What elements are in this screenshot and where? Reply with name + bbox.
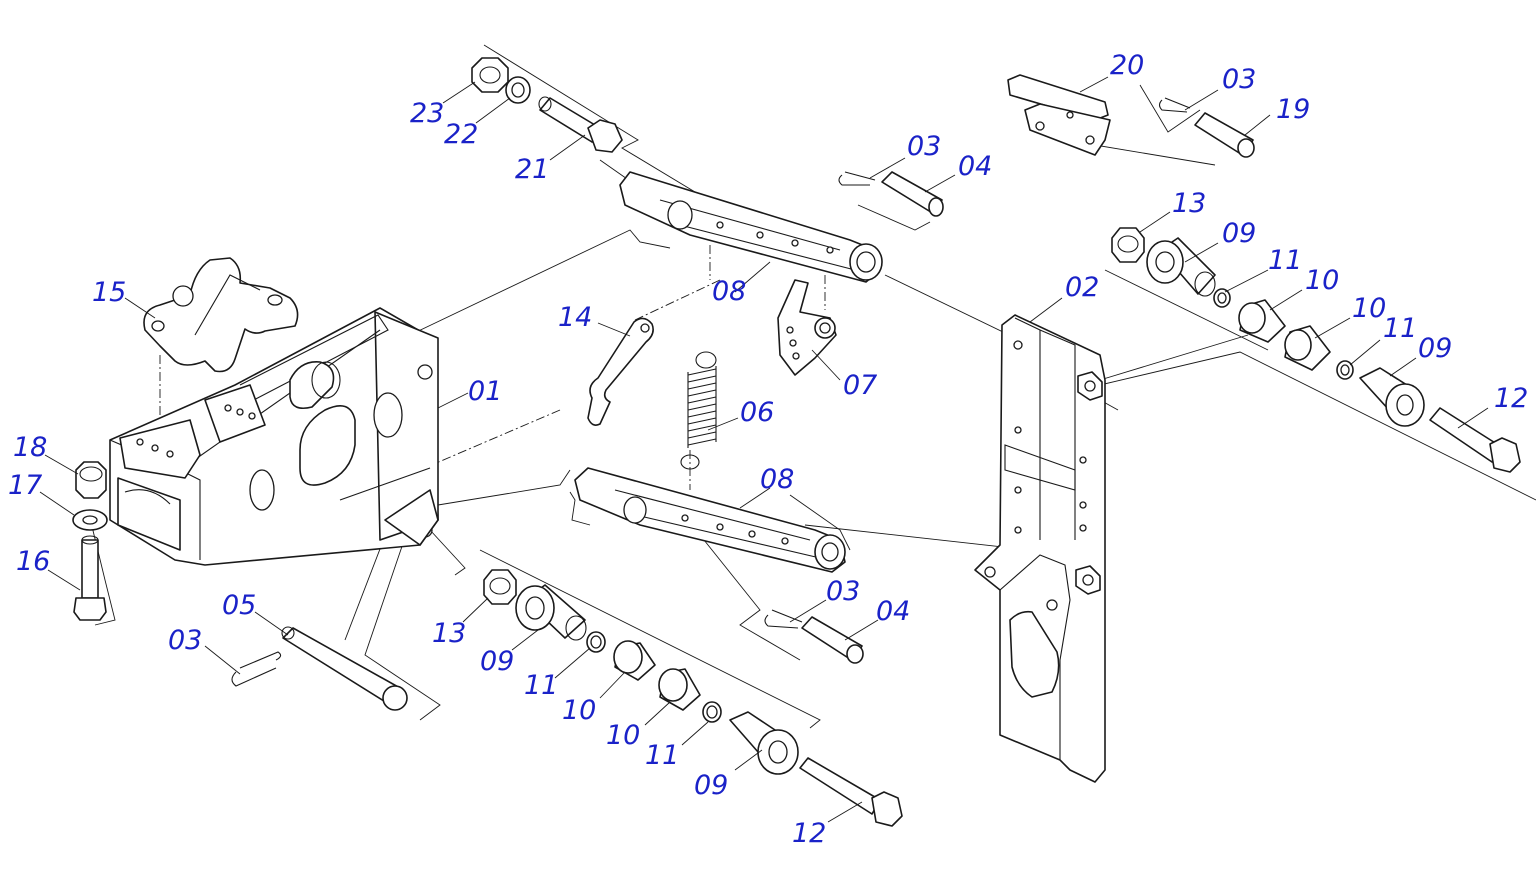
label-17: 17: [8, 470, 42, 501]
part-11-ring-upper-1: [1213, 288, 1231, 308]
part-17-washer: [72, 509, 108, 531]
label-15: 15: [92, 277, 126, 308]
part-20-bracket: [1007, 74, 1111, 156]
part-09-bushing-lower-2: [729, 711, 799, 775]
part-16-bolt: [73, 535, 107, 621]
part-13-nut-upper: [1111, 227, 1145, 263]
label-08-lower: 08: [760, 464, 794, 495]
part-11-ring-lower-1: [586, 631, 606, 653]
part-10-sleeve-lower-2: [658, 668, 701, 711]
label-20: 20: [1110, 50, 1144, 81]
part-10-sleeve-upper-2: [1284, 325, 1331, 371]
label-10-lower-2: 10: [606, 720, 640, 751]
leader-lines: [39, 76, 1489, 823]
label-04-upper: 04: [958, 151, 992, 182]
part-01-housing: [109, 307, 439, 566]
label-22: 22: [444, 119, 478, 150]
part-12-bolt-lower: [799, 757, 903, 827]
label-10-upper-1: 10: [1305, 265, 1339, 296]
part-10-sleeve-upper-1: [1238, 299, 1286, 343]
part-04-pin-upper: [881, 171, 944, 217]
label-04-lower: 04: [876, 596, 910, 627]
part-09-bushing-upper-1: [1146, 237, 1216, 297]
part-13-nut-lower: [483, 569, 517, 605]
label-05: 05: [222, 590, 256, 621]
part-09-bushing-lower-1: [515, 584, 587, 641]
label-06: 06: [740, 397, 774, 428]
label-23: 23: [410, 98, 444, 129]
label-21: 21: [515, 154, 549, 185]
label-12-lower: 12: [792, 818, 826, 849]
part-21-bolt: [538, 96, 623, 153]
label-07: 07: [843, 370, 877, 401]
part-03-clip-upper: [838, 171, 876, 186]
part-03-clip-top-right: [1158, 97, 1191, 113]
part-05-pin: [281, 626, 408, 711]
part-09-bushing-upper-2: [1359, 367, 1425, 427]
part-11-ring-lower-2: [702, 701, 722, 723]
label-11-lower-1: 11: [524, 670, 558, 701]
part-12-bolt-upper: [1429, 407, 1521, 473]
label-02: 02: [1065, 272, 1099, 303]
part-06-spring: [680, 351, 717, 470]
label-19: 19: [1276, 94, 1310, 125]
label-09-upper-1: 09: [1222, 218, 1256, 249]
label-03-lower: 03: [826, 576, 860, 607]
label-09-upper-2: 09: [1418, 333, 1452, 364]
label-13-upper: 13: [1172, 188, 1206, 219]
part-10-sleeve-lower-1: [613, 640, 656, 681]
label-10-upper-2: 10: [1352, 293, 1386, 324]
label-11-upper-1: 11: [1268, 245, 1302, 276]
part-14-latch: [587, 317, 654, 426]
part-15-cover: [143, 257, 299, 373]
centerline-dashes: [159, 245, 826, 490]
label-14: 14: [558, 302, 592, 333]
part-03-clip-lower: [764, 609, 803, 629]
part-11-ring-upper-2: [1336, 360, 1354, 380]
label-10-lower-1: 10: [562, 695, 596, 726]
part-19-pin: [1194, 112, 1255, 158]
part-18-nut: [75, 461, 107, 499]
part-22-washer: [505, 76, 531, 104]
part-labels: 23 22 21 20 03 19 03 04 13 09 11 10 02 0…: [8, 50, 1528, 849]
label-12-upper: 12: [1494, 383, 1528, 414]
part-08-upper-arm: [619, 171, 883, 283]
label-03-top-right: 03: [1222, 64, 1256, 95]
part-23-nut: [471, 57, 509, 93]
label-11-upper-2: 11: [1383, 313, 1417, 344]
part-04-pin-lower: [801, 616, 864, 664]
label-08-upper: 08: [712, 276, 746, 307]
part-02-side-plate: [974, 314, 1106, 783]
label-18: 18: [13, 432, 47, 463]
part-07-bracket: [777, 279, 837, 376]
label-03-left: 03: [168, 625, 202, 656]
part-03-clip-left: [231, 651, 282, 687]
label-09-lower-2: 09: [694, 770, 728, 801]
part-08-lower-arm: [574, 467, 846, 573]
label-01: 01: [468, 376, 502, 407]
label-03-upper: 03: [907, 131, 941, 162]
label-16: 16: [16, 546, 50, 577]
label-13-lower: 13: [432, 618, 466, 649]
label-11-lower-2: 11: [645, 740, 679, 771]
label-09-lower-1: 09: [480, 646, 514, 677]
